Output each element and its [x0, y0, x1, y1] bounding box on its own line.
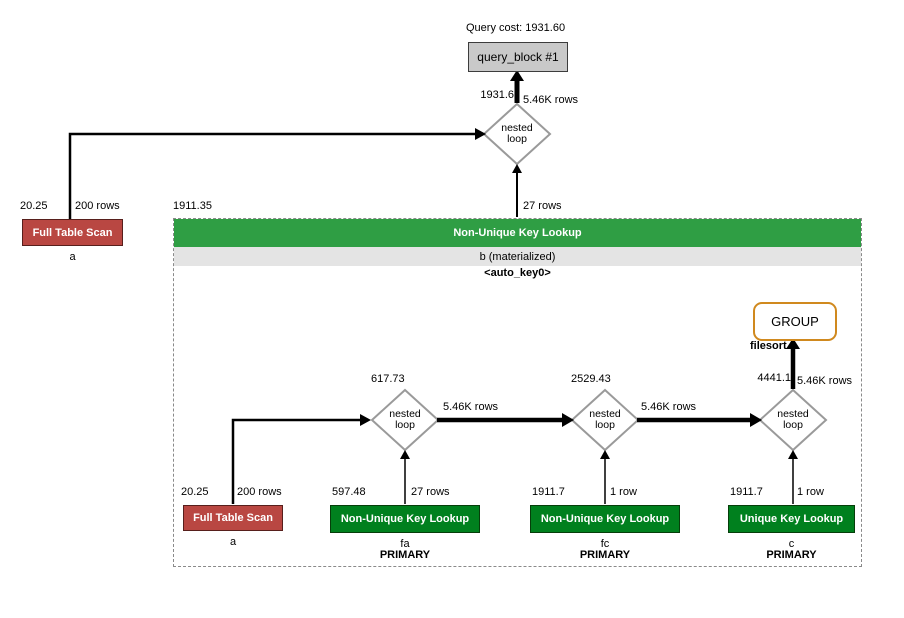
node-rows-label: 200 rows: [237, 486, 282, 498]
edge-outerscan-to-toploop: [68, 132, 475, 219]
edge-rows-label: 5.46K rows: [797, 375, 853, 387]
materialized-header-bar[interactable]: Non-Unique Key Lookup: [174, 219, 861, 247]
query-cost-label: Query cost: 1931.60: [466, 22, 566, 34]
materialized-table-label: b (materialized): [174, 247, 861, 266]
table-name-label: fa: [400, 538, 410, 550]
key-lookup-node-c[interactable]: Unique Key Lookup: [728, 505, 855, 533]
edge-cost-label: 2529.43: [571, 373, 611, 385]
materialized-subquery-container: Non-Unique Key Lookup b (materialized) <…: [173, 218, 862, 567]
edge-rows-label: 5.46K rows: [523, 94, 579, 106]
filesort-label: filesort: [750, 340, 787, 352]
node-cost-label: 1911.35: [173, 200, 212, 212]
table-name-label: a: [69, 251, 76, 263]
node-cost-label: 1911.7: [730, 486, 763, 498]
key-lookup-node-fc[interactable]: Non-Unique Key Lookup: [530, 505, 680, 533]
node-rows-label: 27 rows: [411, 486, 450, 498]
edge-cost-label: 1931.6: [480, 89, 514, 101]
node-rows-label: 200 rows: [75, 200, 120, 212]
edge-rows-label: 5.46K rows: [641, 401, 697, 413]
node-rows-label: 27 rows: [523, 200, 562, 212]
nested-loop-label-top: nested loop: [501, 122, 533, 145]
index-name-label: PRIMARY: [579, 549, 631, 561]
node-cost-label: 20.25: [181, 486, 209, 498]
full-table-scan-node-inner-a[interactable]: Full Table Scan: [183, 505, 283, 531]
materialized-key-label: <auto_key0>: [484, 267, 551, 279]
table-name-label: c: [788, 538, 795, 550]
node-cost-label: 1911.7: [532, 486, 565, 498]
nested-loop-label-3: nested loop: [777, 408, 809, 431]
edge-cost-label: 617.73: [371, 373, 405, 385]
arrowhead: [475, 128, 486, 140]
full-table-scan-node-a[interactable]: Full Table Scan: [22, 219, 123, 246]
key-lookup-node-fa[interactable]: Non-Unique Key Lookup: [330, 505, 480, 533]
node-cost-label: 597.48: [332, 486, 366, 498]
query-block-node[interactable]: query_block #1: [468, 42, 568, 72]
edge-rows-label: 5.46K rows: [443, 401, 499, 413]
index-name-label: PRIMARY: [766, 549, 817, 561]
table-name-label: a: [229, 536, 237, 548]
group-node[interactable]: GROUP: [753, 302, 837, 341]
node-rows-label: 1 row: [797, 486, 824, 498]
table-name-label: fc: [600, 538, 610, 550]
edge-cost-label: 4441.1: [757, 372, 791, 384]
arrowhead: [512, 164, 522, 173]
node-cost-label: 20.25: [20, 200, 48, 212]
index-name-label: PRIMARY: [379, 549, 431, 561]
node-rows-label: 1 row: [610, 486, 637, 498]
nested-loop-label-1: nested loop: [389, 408, 421, 431]
nested-loop-label-2: nested loop: [589, 408, 621, 431]
